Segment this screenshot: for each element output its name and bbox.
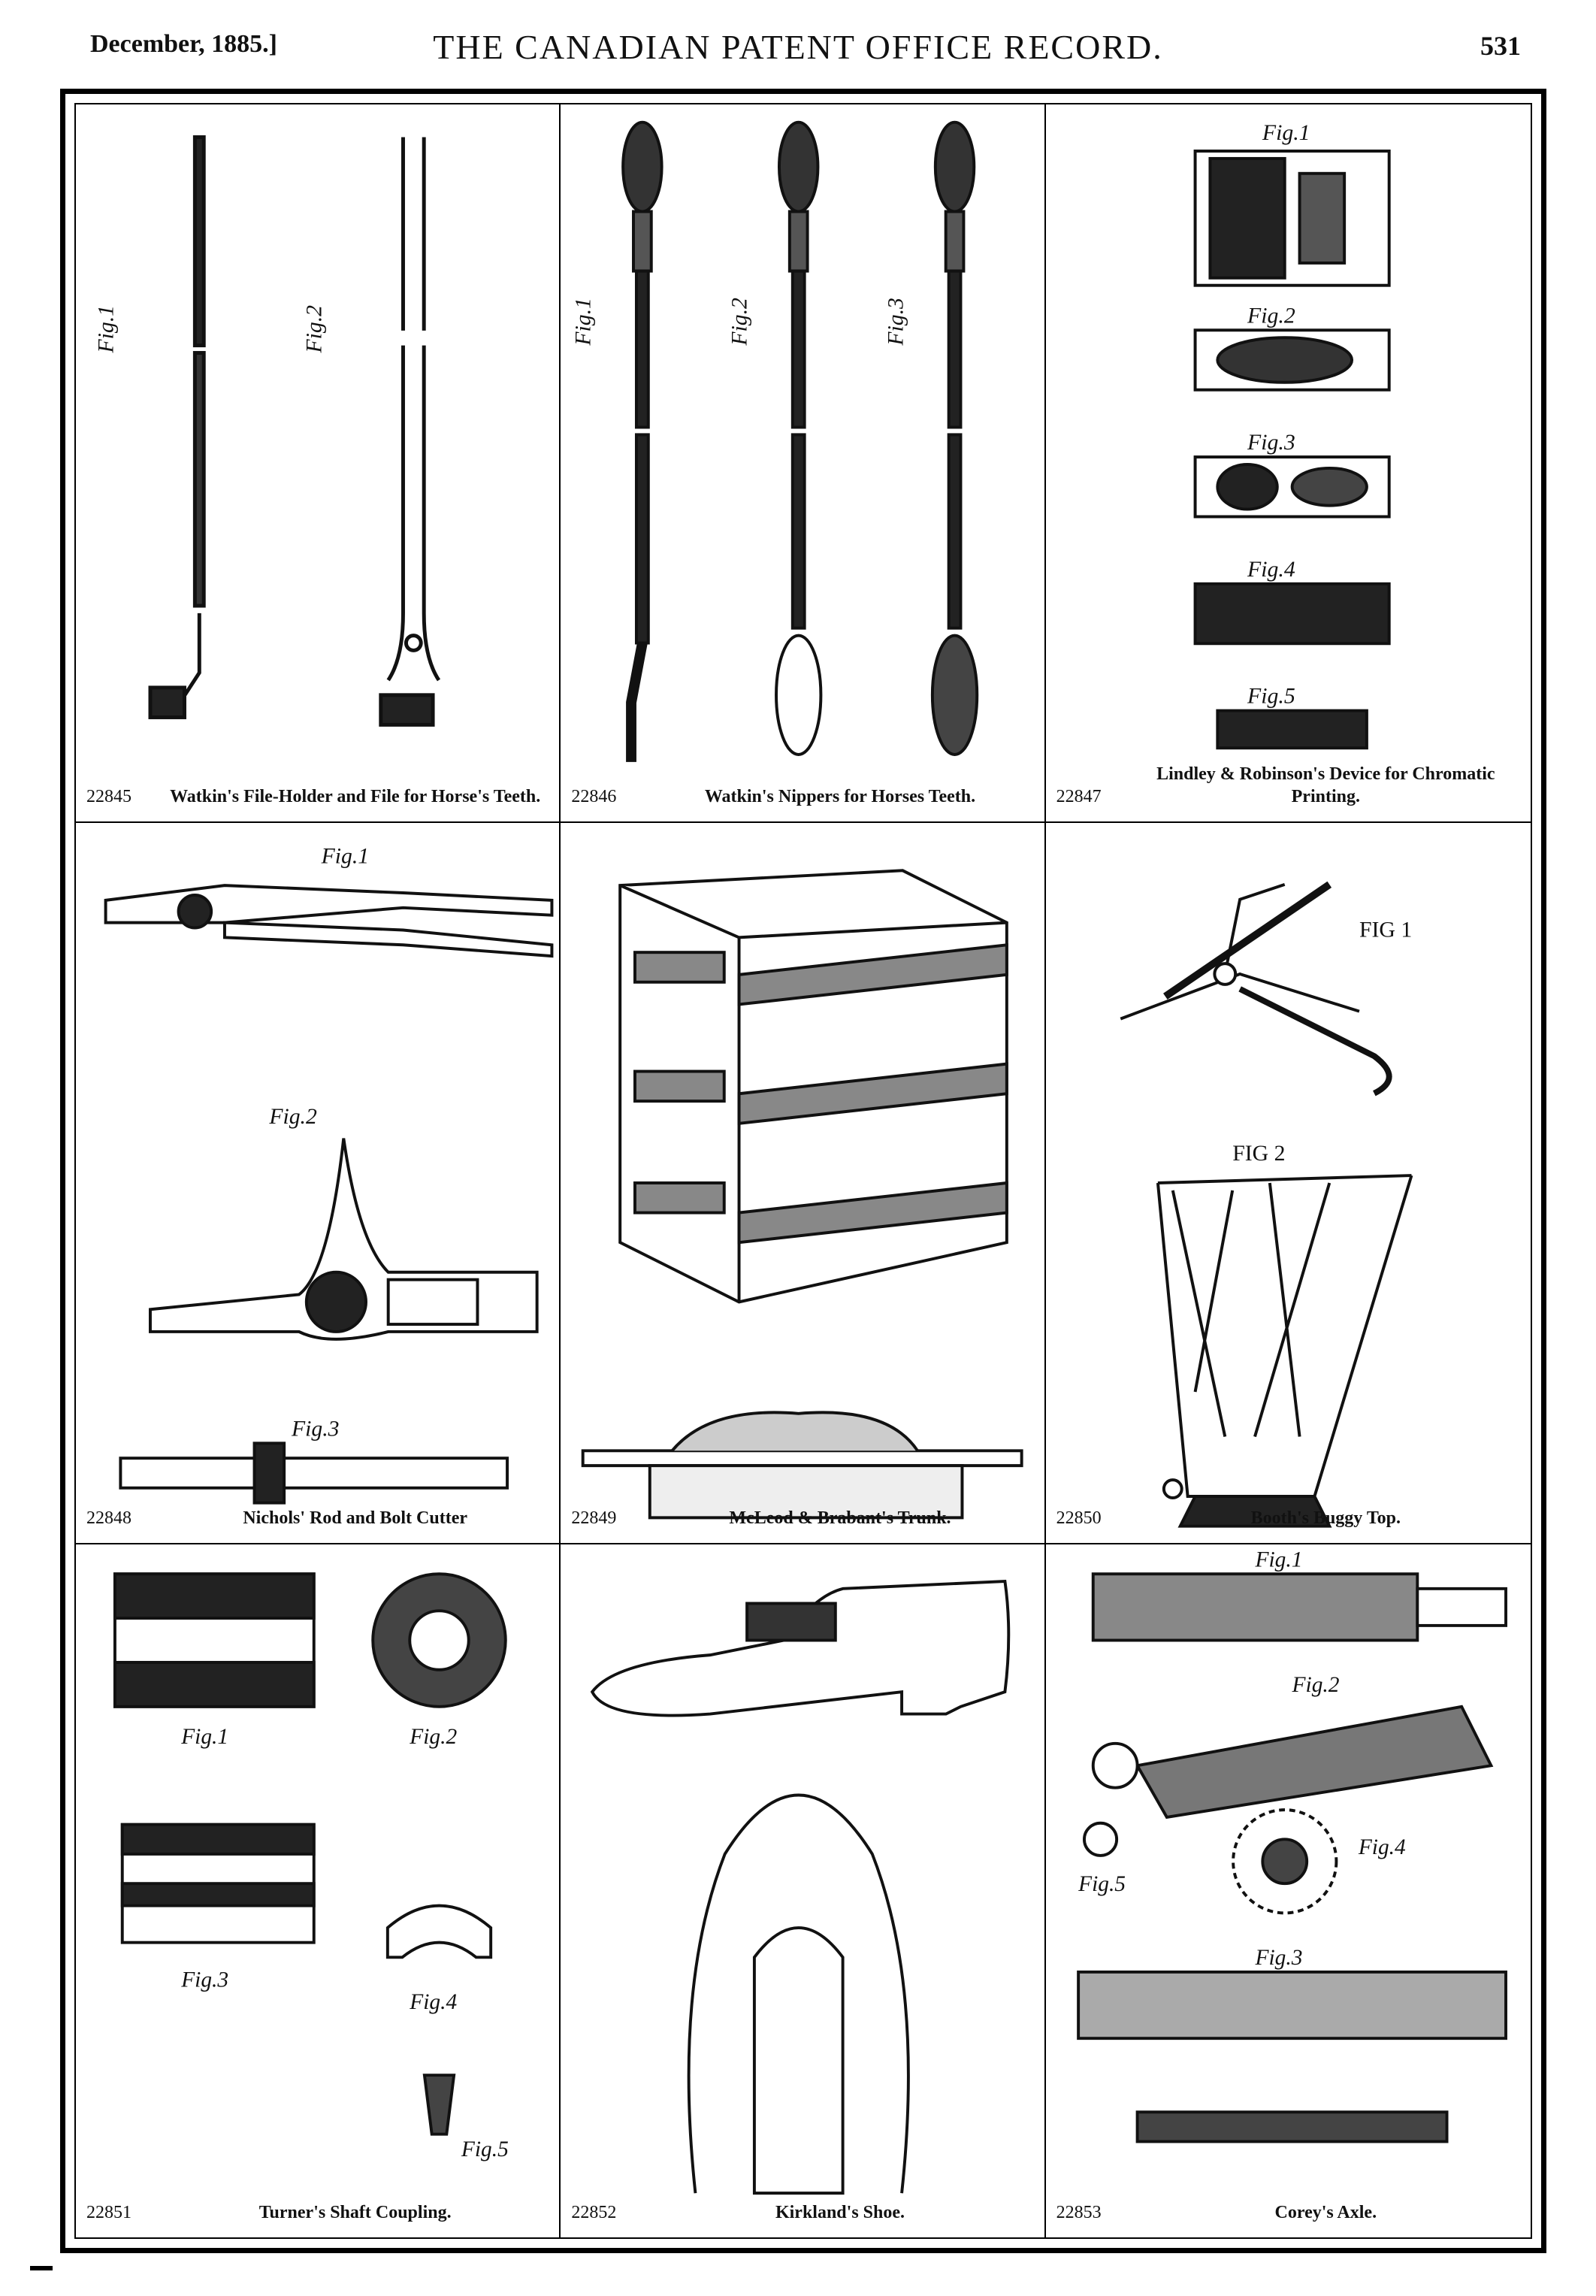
patent-cell-22847: Fig.1 Fig.2 Fig.3 Fig.4 Fig.5 22847 Lind… — [1045, 104, 1531, 823]
fig2-label: Fig.2 — [268, 1105, 317, 1129]
patent-caption: 22851 Turner's Shaft Coupling. — [86, 2201, 549, 2224]
patent-number: 22849 — [571, 1508, 617, 1528]
fig2-label: FIG 2 — [1232, 1141, 1285, 1166]
fig2-label: Fig.2 — [303, 305, 327, 354]
fig5-label: Fig.5 — [1247, 684, 1295, 709]
fig1-label: Fig.1 — [1254, 1547, 1302, 1572]
patent-cell-22853: Fig.1 Fig.2 Fig.3 Fig.4 Fig.5 22853 Core… — [1046, 1544, 1531, 2237]
patent-caption: 22849 McLeod & Brabant's Trunk. — [571, 1507, 1033, 1529]
plate-inner-frame: Fig.1 Fig.2 22845 Watkin's File-Holder a… — [74, 103, 1532, 2239]
patent-number: 22847 — [1056, 787, 1102, 806]
axle-drawing: Fig.1 Fig.2 Fig.3 Fig.4 Fig.5 — [1076, 1547, 1507, 2143]
fig1-label: Fig.1 — [321, 844, 370, 868]
patent-title: Lindley & Robinson's Device for Chromati… — [1156, 764, 1495, 806]
patent-title: Kirkland's Shoe. — [775, 2203, 905, 2222]
fig3-label: Fig.3 — [180, 1968, 228, 1992]
file-holder-drawing: Fig.1 Fig.2 — [94, 135, 441, 727]
fig4-label: Fig.4 — [1358, 1835, 1406, 1859]
patent-number: 22851 — [86, 2203, 131, 2222]
patent-caption: 22848 Nichols' Rod and Bolt Cutter — [86, 1507, 549, 1529]
patent-number: 22850 — [1056, 1508, 1102, 1528]
trunk-drawing — [582, 869, 1023, 1520]
fig4-label: Fig.4 — [409, 1990, 457, 2014]
patent-number: 22846 — [571, 787, 617, 806]
patent-caption: 22852 Kirkland's Shoe. — [571, 2201, 1033, 2224]
patent-caption: 22853 Corey's Axle. — [1056, 2201, 1520, 2224]
patent-caption: 22847 Lindley & Robinson's Device for Ch… — [1056, 763, 1520, 808]
patent-cell-22848: Fig.1 Fig.2 Fig.3 22848 Nichols' Rod and… — [76, 823, 561, 1544]
fig2-label: Fig.2 — [1247, 303, 1295, 328]
patent-cell-22850: FIG 1 FIG 2 22850 Booth's Buggy Top. — [1045, 823, 1531, 1544]
patent-cell-22846: Fig.1 Fig.2 Fig.3 22846 Watkin's Nippers… — [561, 104, 1046, 823]
page-number: 531 — [1480, 31, 1521, 61]
fig1-label: Fig.1 — [1262, 120, 1310, 145]
fig3-label: Fig.3 — [1247, 430, 1295, 455]
fig1-label: Fig.1 — [180, 1725, 228, 1749]
patent-cell-22849: 22849 McLeod & Brabant's Trunk. — [561, 823, 1046, 1544]
patent-caption: 22850 Booth's Buggy Top. — [1056, 1507, 1520, 1529]
patent-cell-22845: Fig.1 Fig.2 22845 Watkin's File-Holder a… — [76, 104, 561, 823]
patent-title: Corey's Axle. — [1274, 2203, 1377, 2222]
fig4-label: Fig.4 — [1247, 557, 1295, 582]
plate-frame: Fig.1 Fig.2 22845 Watkin's File-Holder a… — [60, 89, 1546, 2253]
patent-grid: Fig.1 Fig.2 22845 Watkin's File-Holder a… — [76, 104, 1531, 2237]
header-date: December, 1885.] — [90, 30, 277, 58]
fig1-label: FIG 1 — [1359, 917, 1412, 942]
fig3-label: Fig.3 — [884, 298, 908, 346]
patent-title: Watkin's Nippers for Horses Teeth. — [704, 787, 976, 806]
patent-title: Booth's Buggy Top. — [1250, 1508, 1401, 1528]
fig1-label: Fig.1 — [572, 298, 596, 346]
patent-caption: 22846 Watkin's Nippers for Horses Teeth. — [571, 785, 1033, 808]
page-edge-mark — [30, 2266, 53, 2270]
patent-title: Nichols' Rod and Bolt Cutter — [243, 1508, 467, 1528]
fig3-label: Fig.3 — [1254, 1946, 1302, 1970]
nippers-drawing: Fig.1 Fig.2 Fig.3 — [572, 120, 979, 762]
patent-cell-22852: 22852 Kirkland's Shoe. — [561, 1544, 1046, 2237]
fig2-label: Fig.2 — [1291, 1673, 1339, 1697]
fig5-label: Fig.5 — [461, 2137, 509, 2161]
patent-title: Watkin's File-Holder and File for Horse'… — [170, 787, 541, 806]
page-header: December, 1885.] THE CANADIAN PATENT OFF… — [0, 0, 1596, 90]
patent-number: 22848 — [86, 1508, 131, 1528]
patent-number: 22853 — [1056, 2203, 1102, 2222]
fig5-label: Fig.5 — [1078, 1872, 1126, 1896]
patent-title: Turner's Shaft Coupling. — [258, 2203, 452, 2222]
fig2-label: Fig.2 — [728, 298, 752, 346]
patent-title: McLeod & Brabant's Trunk. — [729, 1508, 951, 1528]
bolt-cutter-drawing: Fig.1 Fig.2 Fig.3 — [104, 844, 554, 1505]
patent-caption: 22845 Watkin's File-Holder and File for … — [86, 785, 549, 808]
patent-number: 22845 — [86, 787, 131, 806]
chromatic-printing-drawing: Fig.1 Fig.2 Fig.3 Fig.4 Fig.5 — [1193, 120, 1391, 750]
shaft-coupling-drawing: Fig.1 Fig.2 Fig.3 Fig.4 Fig.5 — [113, 1572, 509, 2161]
buggy-top-drawing: FIG 1 FIG 2 — [1120, 881, 1413, 1528]
patent-number: 22852 — [571, 2203, 617, 2222]
patent-cell-22851: Fig.1 Fig.2 Fig.3 Fig.4 Fig.5 22851 Turn… — [76, 1544, 561, 2237]
fig1-label: Fig.1 — [94, 305, 118, 354]
shoe-drawing — [591, 1580, 1011, 2195]
fig2-label: Fig.2 — [409, 1725, 457, 1749]
header-title: THE CANADIAN PATENT OFFICE RECORD. — [433, 28, 1163, 66]
fig3-label: Fig.3 — [291, 1417, 340, 1441]
